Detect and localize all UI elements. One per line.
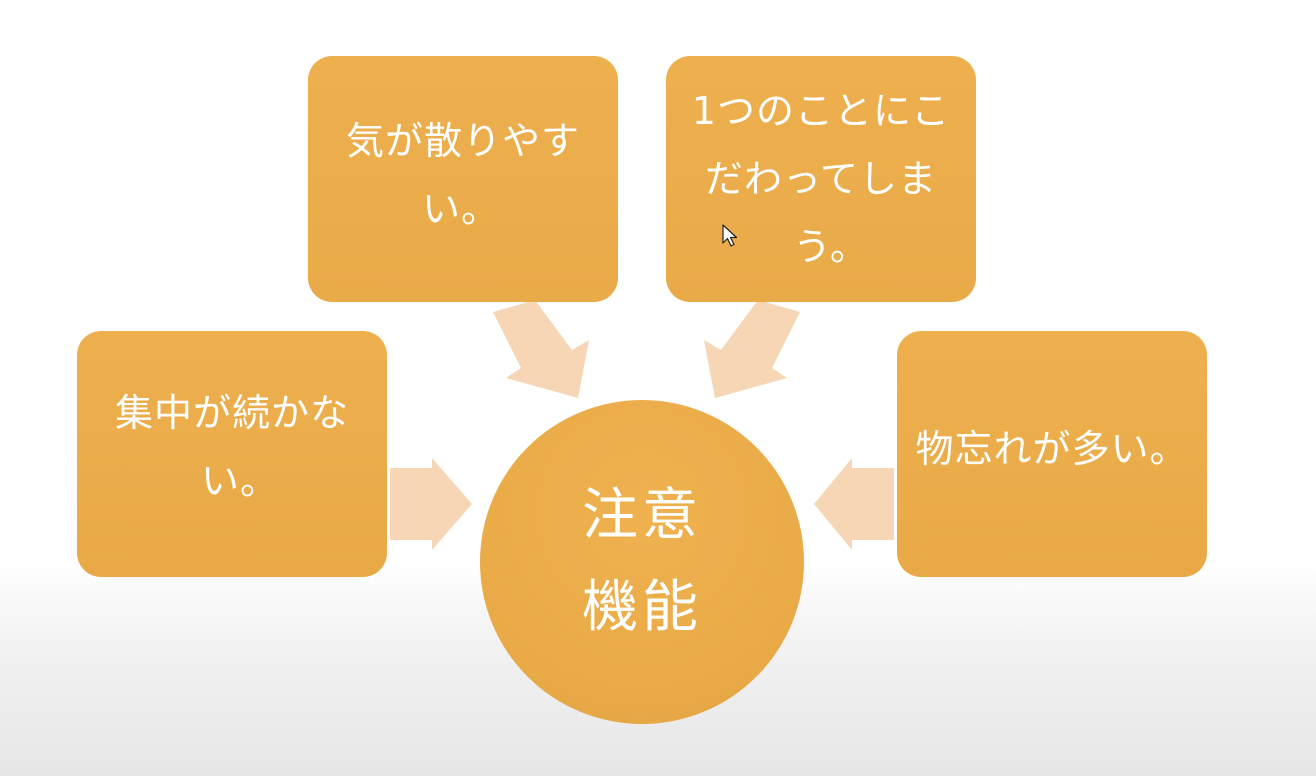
left-box-text: 集中が続かな い。 (115, 379, 349, 515)
arrow-top-right (704, 300, 800, 398)
top-left-box-text: 気が散りやす い。 (346, 107, 580, 243)
right-box-text: 物忘れが多い。 (915, 425, 1188, 483)
mouse-pointer-icon (722, 224, 738, 247)
top-right-box-text: 1つのことにこ だわってしま う。 (692, 77, 950, 281)
top-left-box: 気が散りやす い。 (308, 56, 618, 302)
top-right-line-2: だわってしま (704, 157, 938, 201)
left-box: 集中が続かな い。 (77, 331, 387, 577)
top-left-line-1: 気が散りやす (345, 119, 580, 163)
top-right-line-1: 1つのことにこ (691, 89, 951, 133)
left-line-1: 集中が続かな (114, 391, 349, 435)
left-line-2: い。 (200, 459, 279, 503)
arrow-top-left (493, 300, 589, 398)
arrow-left (390, 458, 472, 550)
top-right-box: 1つのことにこ だわってしま う。 (666, 56, 976, 302)
arrow-right (814, 458, 894, 550)
center-line-1: 注意 (582, 483, 702, 548)
center-circle-text: 注意 機能 (582, 470, 702, 654)
center-line-2: 機能 (582, 575, 702, 640)
right-line-1: 物忘れが多い。 (915, 427, 1189, 471)
top-right-line-3: う。 (793, 225, 869, 269)
right-box: 物忘れが多い。 (897, 331, 1207, 577)
center-circle: 注意 機能 (480, 400, 804, 724)
top-left-line-2: い。 (421, 187, 500, 231)
